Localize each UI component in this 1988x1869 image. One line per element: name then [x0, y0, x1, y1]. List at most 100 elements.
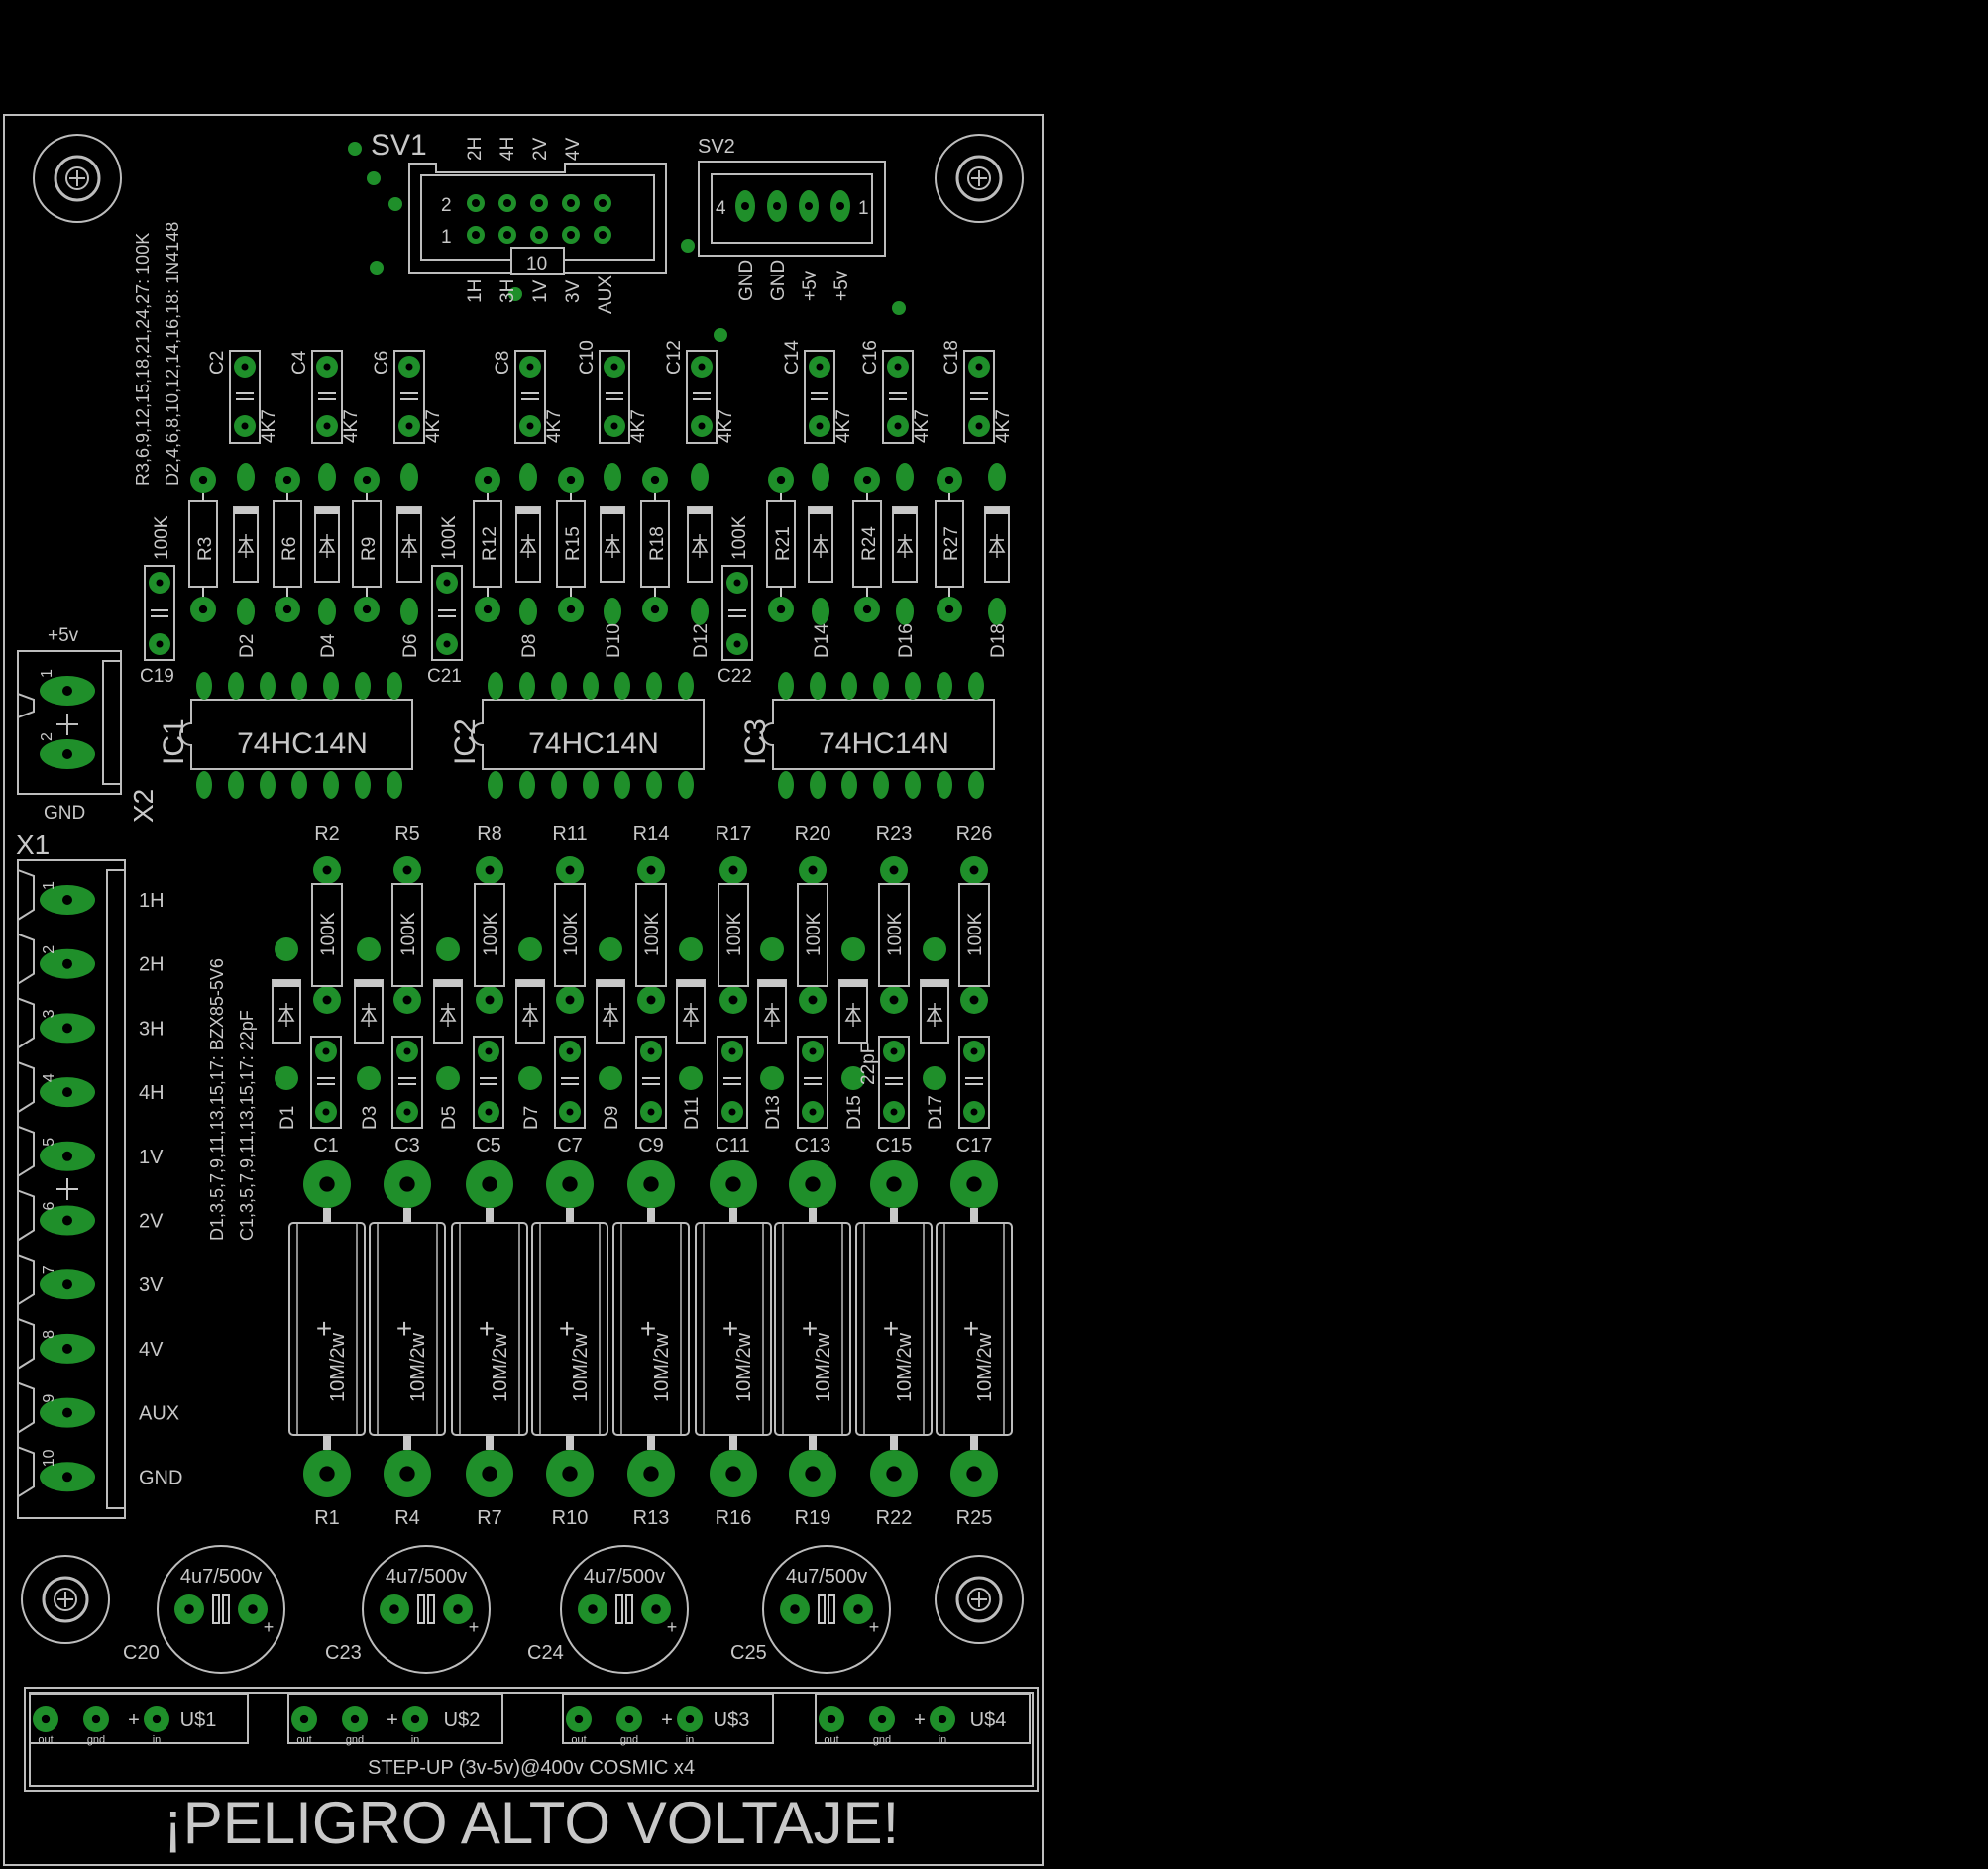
pad-hole [483, 475, 493, 485]
resistor-value: 100K [481, 912, 501, 956]
diode-band [516, 507, 540, 514]
pad-hole [62, 1472, 72, 1483]
x1-clip [17, 997, 35, 1049]
stepup-pin-label: gnd [873, 1734, 891, 1746]
pad [604, 463, 621, 491]
pad-hole [698, 363, 706, 371]
sv2-pin-label: 4 [716, 198, 726, 219]
x2-name: X2 [128, 789, 159, 823]
pad-hole [886, 1466, 902, 1482]
hv-capacitor-c25: 4u7/500v+C25 [730, 1545, 891, 1674]
diode-symbol [439, 1003, 457, 1027]
pad-hole [62, 1023, 72, 1034]
ic-pin [614, 771, 630, 799]
resistor-value: 100K [318, 912, 339, 956]
pad-hole [565, 865, 575, 875]
pad-hole [944, 605, 954, 614]
power-resistor-value: 10M/2w [813, 1332, 834, 1402]
diode-label: D2 [237, 634, 258, 658]
power-resistor-label: R13 [633, 1507, 670, 1529]
capacitor-label: C22 [718, 666, 752, 687]
lead [729, 1435, 737, 1450]
hv-capacitor-label: C20 [123, 1642, 160, 1664]
capacitor-value: 4K7 [628, 409, 649, 443]
pad-hole [482, 1176, 497, 1192]
power-resistor-plus: + [963, 1313, 979, 1344]
stepup-plus: + [661, 1709, 673, 1731]
power-resistor-value: 10M/2w [407, 1332, 429, 1402]
pad-hole [698, 422, 706, 430]
sv1-header [408, 163, 667, 275]
pad [436, 1066, 460, 1090]
capacitor-c11: C11 [715, 1036, 750, 1156]
zener-label: D15 [844, 1095, 865, 1130]
ic-pin [646, 672, 662, 700]
pad-hole [198, 605, 208, 614]
x1-name: X1 [16, 829, 50, 860]
ic-pin [810, 771, 826, 799]
sv1-top-label: 2V [530, 137, 551, 161]
ic-label: IC3 [739, 718, 772, 765]
pad [896, 598, 914, 625]
resistor-value: 100K [965, 912, 986, 956]
pad [599, 937, 622, 961]
stepup-pin-label: in [686, 1734, 695, 1746]
capacitor-label: C7 [557, 1135, 583, 1156]
zener-d7: D7 [515, 937, 545, 1130]
ic-pin [778, 672, 794, 700]
stepup-pin-label: out [824, 1734, 838, 1746]
capacitor-label: C19 [140, 666, 174, 687]
pad-hole [184, 1604, 194, 1614]
diode-d12: D12 [687, 463, 713, 658]
pad-hole [156, 640, 164, 648]
capacitor-label: C17 [956, 1135, 993, 1156]
resistor-label: R21 [773, 526, 794, 561]
stepup-plus: + [387, 1709, 398, 1731]
diode-band [985, 507, 1009, 514]
pad-hole [62, 1215, 72, 1226]
power-resistor-plus: + [640, 1313, 656, 1344]
diode-d16: D16 [892, 463, 918, 658]
diode-symbol [318, 534, 336, 558]
pad-hole [62, 1151, 72, 1161]
ic-pin [968, 771, 984, 799]
pad-hole [816, 422, 824, 430]
pad-hole [790, 1604, 800, 1614]
capacitor-value: 4K7 [716, 409, 736, 443]
capacitor-c15: C15 [876, 1036, 912, 1156]
pad-hole [403, 1108, 411, 1116]
ic-pin [968, 672, 984, 700]
capacitor-label: C3 [394, 1135, 420, 1156]
sv2-bottom-label: +5v [831, 270, 852, 301]
pad-hole [776, 475, 786, 485]
lead [486, 1208, 494, 1223]
capacitor-plate [615, 1594, 623, 1624]
capacitor-label: C4 [289, 350, 310, 375]
pad-hole [966, 1466, 982, 1482]
diode-symbol [691, 534, 709, 558]
resistor-label: R24 [859, 526, 880, 561]
pad-hole [319, 1176, 335, 1192]
power-resistor-label: R1 [314, 1507, 340, 1529]
pad-hole [776, 605, 786, 614]
pad-hole [647, 1047, 655, 1055]
x1-pin-number: 10 [41, 1449, 57, 1467]
ic-pin [355, 672, 371, 700]
ic-pin [551, 672, 567, 700]
lead [729, 1208, 737, 1223]
resistor-r21: R21 [766, 467, 796, 622]
pad [896, 463, 914, 491]
zener-d13: D13 [757, 937, 787, 1130]
hv-capacitor-value: 4u7/500v [786, 1566, 867, 1588]
pad-hole [808, 995, 818, 1005]
pad [760, 1066, 784, 1090]
diode-symbol [519, 534, 537, 558]
lead [403, 1208, 411, 1223]
power-resistor-value: 10M/2w [651, 1332, 673, 1402]
x1-clip [17, 1254, 35, 1306]
stepup-pin-label: out [571, 1734, 586, 1746]
